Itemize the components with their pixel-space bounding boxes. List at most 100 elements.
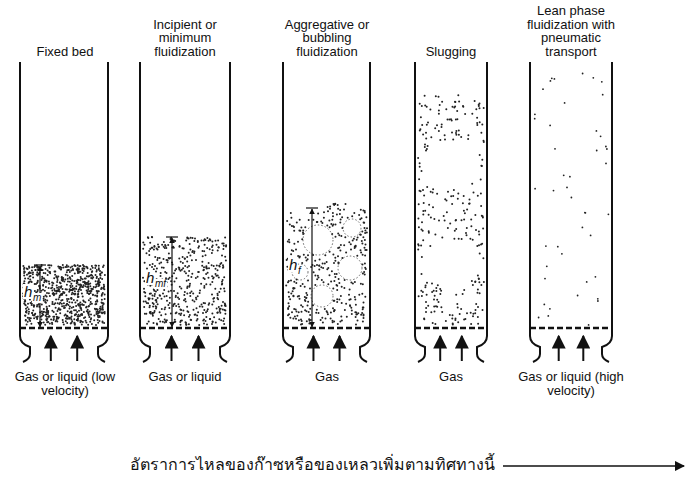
particle (201, 261, 203, 263)
particle (452, 139, 454, 141)
particle (143, 291, 145, 293)
particle (173, 321, 175, 323)
particle (73, 309, 75, 311)
particle (197, 240, 199, 242)
particle (343, 209, 345, 211)
particle (44, 279, 46, 281)
particle (101, 312, 103, 314)
particle (149, 298, 151, 300)
particle (364, 254, 366, 256)
particle (314, 284, 316, 286)
particle (219, 310, 221, 312)
particle (224, 309, 226, 311)
particle (28, 317, 30, 319)
particle (299, 298, 301, 300)
particle (308, 318, 310, 320)
particle (201, 265, 203, 267)
particle (307, 301, 309, 303)
particle (43, 322, 45, 324)
particle (545, 245, 547, 247)
particle (223, 245, 225, 247)
particle (420, 116, 422, 118)
particle (465, 232, 467, 234)
particle (80, 276, 82, 278)
particle (33, 266, 35, 268)
particle (53, 316, 55, 318)
particle (57, 276, 59, 278)
particle (49, 323, 51, 325)
particle (347, 217, 349, 219)
particle (178, 267, 180, 269)
particle (184, 258, 186, 260)
particle (341, 286, 343, 288)
particle (208, 302, 210, 304)
particle (43, 278, 45, 280)
particle (94, 308, 96, 310)
particle (28, 311, 30, 313)
particle (35, 269, 37, 271)
particle (457, 94, 459, 96)
particle (426, 186, 428, 188)
particle (186, 260, 188, 262)
particle (165, 245, 167, 247)
particle (149, 306, 151, 308)
particle (425, 285, 427, 287)
particle (201, 306, 203, 308)
particle (337, 208, 339, 210)
particle (175, 312, 177, 314)
particle (63, 292, 65, 294)
particle (478, 278, 480, 280)
particle (547, 315, 549, 317)
particle (205, 311, 207, 313)
particle (354, 245, 356, 247)
particle (78, 303, 80, 305)
particle (182, 256, 184, 258)
particle (82, 300, 84, 302)
particle (193, 309, 195, 311)
particle (88, 287, 90, 289)
particle (356, 313, 358, 315)
particle (197, 271, 199, 273)
particle (88, 305, 90, 307)
particle (431, 282, 433, 284)
particle (151, 266, 153, 268)
particle (78, 310, 80, 312)
particle (46, 292, 48, 294)
particle (426, 106, 428, 108)
particle (103, 303, 105, 305)
particle (102, 321, 104, 323)
particle (101, 295, 103, 297)
particle (97, 322, 99, 324)
particle (65, 266, 67, 268)
particle (175, 277, 177, 279)
particle (597, 300, 599, 302)
particle (81, 304, 83, 306)
bubble (338, 256, 362, 280)
particle (57, 310, 59, 312)
particle (421, 124, 423, 126)
particle (337, 323, 339, 325)
particle (173, 290, 175, 292)
particle (180, 270, 182, 272)
particle (104, 274, 106, 276)
particle (62, 279, 64, 281)
vessel-wall (282, 62, 284, 336)
particle (323, 281, 325, 283)
particle (322, 263, 324, 265)
caption: อัตราการไหลของก๊าซหรือของเหลวเพิ่มตามทิศ… (130, 455, 495, 475)
particle (90, 290, 92, 292)
particle (317, 212, 319, 214)
particle (476, 124, 478, 126)
particle (145, 300, 147, 302)
particle (102, 288, 104, 290)
particle (202, 255, 204, 257)
particle (86, 266, 88, 268)
particle (95, 265, 97, 267)
particle (422, 134, 424, 136)
particle (315, 312, 317, 314)
particle (364, 273, 366, 275)
particle (462, 293, 464, 295)
particle (82, 278, 84, 280)
particle (203, 285, 205, 287)
particle (84, 285, 86, 287)
